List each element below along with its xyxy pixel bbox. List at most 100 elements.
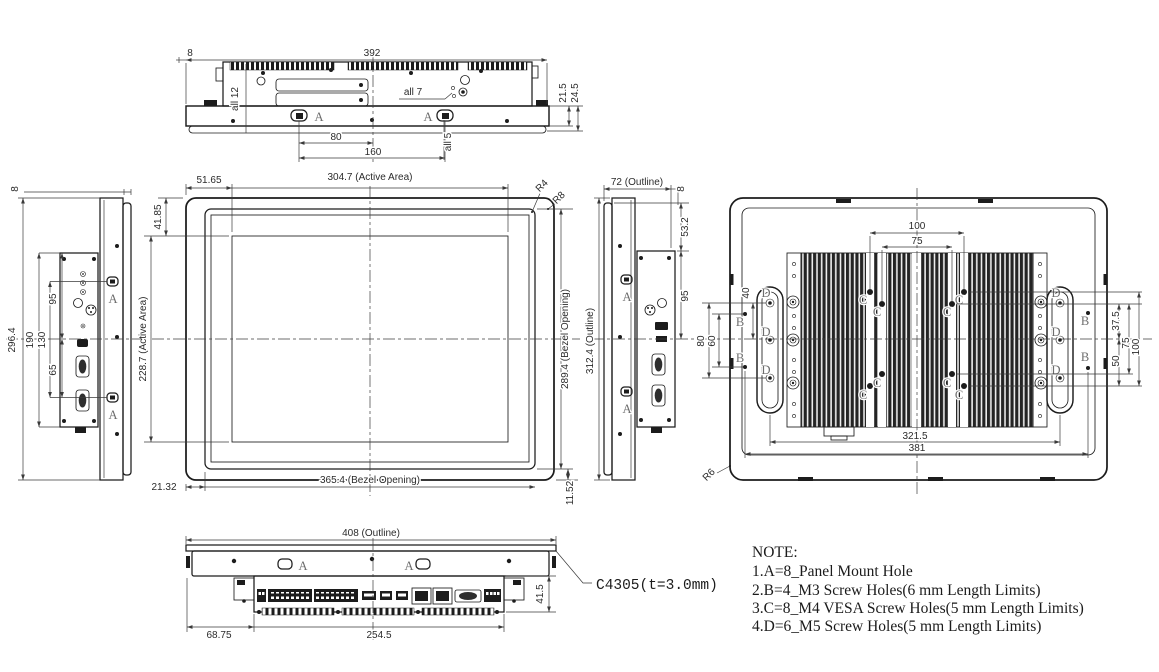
dim-left-95: 95 <box>48 293 59 305</box>
label-a: A <box>108 292 117 306</box>
dim-top-all5: all 5 <box>443 132 454 151</box>
label-a: A <box>404 559 413 573</box>
bottom-io-ports <box>257 587 501 605</box>
panel-mount-hole-a-upper <box>106 276 119 287</box>
note-line-1: 1.A=8_Panel Mount Hole <box>752 563 913 580</box>
screw-holes-b: B B B B <box>735 311 1090 370</box>
label-d: D <box>761 286 770 300</box>
dim-front-bezel-height: 289.4 (Bezel Opening) <box>560 289 571 389</box>
label-a: A <box>622 402 631 416</box>
top-view: 392 8 all 12 all 7 all 5 21.5 24.5 80 16… <box>176 47 583 162</box>
dim-rear-50: 50 <box>1111 355 1122 367</box>
dim-top-160: 160 <box>365 147 382 158</box>
bottom-hinge-left <box>233 577 255 603</box>
rear-tabs <box>730 199 1107 481</box>
dim-right-312-4-outline: 312.4 (Outline) <box>585 308 596 374</box>
dim-bottom-41-5: 41.5 <box>535 584 546 604</box>
label-c: C <box>873 305 881 319</box>
dim-bottom-68-75: 68.75 <box>206 630 231 641</box>
bottom-vents <box>257 607 499 616</box>
label-c: C <box>859 293 867 307</box>
dim-top-21-5: 21.5 <box>558 83 569 103</box>
right-side-view: 72 (Outline) 8 53.2 95 312.4 (Outline) A… <box>584 176 700 481</box>
dim-top-all12: all 12 <box>230 87 241 111</box>
top-view-body <box>185 61 550 134</box>
label-a: A <box>108 408 117 422</box>
label-d: D <box>1051 363 1060 377</box>
label-c: C <box>955 293 963 307</box>
label-a: A <box>298 559 307 573</box>
bottom-view-body <box>185 544 557 616</box>
dim-bottom-254-5: 254.5 <box>366 630 391 641</box>
dim-front-bezel-width: 365.4 (Bezel Opening) <box>320 475 420 486</box>
label-d: D <box>1051 325 1060 339</box>
thickness-callout: C4305(t=3.0mm) <box>596 578 718 594</box>
label-b: B <box>1081 350 1089 364</box>
panel-mount-hole-a-upper <box>620 274 633 285</box>
panel-mount-hole-a-right <box>436 109 454 122</box>
dim-top-all7: all 7 <box>404 87 423 98</box>
note-line-4: 4.D=6_M5 Screw Holes(5 mm Length Limits) <box>752 618 1041 635</box>
dim-left-130: 130 <box>37 331 48 348</box>
dim-rear-100-right: 100 <box>1131 338 1142 355</box>
rear-view-dimensions: 100 75 40 80 60 37.5 50 75 100 321.5 381… <box>695 220 1144 486</box>
dim-front-active-height: 228.7 (Active Area) <box>138 296 149 381</box>
dim-rear-100: 100 <box>909 221 926 232</box>
rear-view: C C C C C C C C D D D D D D <box>695 188 1152 497</box>
bottom-hinge-right <box>503 577 525 603</box>
label-b: B <box>736 351 744 365</box>
dim-front-11-52: 11.52 <box>565 480 576 505</box>
front-view: 51.65 304.7 (Active Area) 41.85 228.7 (A… <box>137 171 580 507</box>
front-view-dimensions: 51.65 304.7 (Active Area) 41.85 228.7 (A… <box>137 171 578 507</box>
dim-left-65: 65 <box>48 364 59 376</box>
vesa-holes-c: C C C C C C C C <box>858 289 967 403</box>
label-c: C <box>873 376 881 390</box>
dim-top-24-5: 24.5 <box>570 83 581 103</box>
notes: NOTE: 1.A=8_Panel Mount Hole 2.B=4_M3 Sc… <box>752 544 1084 635</box>
left-side-dimensions: 8 296.4 190 130 95 65 A A <box>6 184 132 481</box>
dim-top-8: 8 <box>187 48 193 59</box>
dim-rear-60: 60 <box>707 335 718 347</box>
note-title: NOTE: <box>752 544 798 561</box>
dim-bottom-408-outline: 408 (Outline) <box>342 528 400 539</box>
dim-front-41-85: 41.85 <box>153 204 164 229</box>
label-b: B <box>736 315 744 329</box>
label-c: C <box>943 376 951 390</box>
dim-front-r4: R4 <box>534 178 551 195</box>
label-a: A <box>622 290 631 304</box>
panel-mount-hole-a-right <box>415 558 431 570</box>
bottom-view: 408 (Outline) 68.75 254.5 41.5 A A C4305… <box>185 527 718 643</box>
right-side-dimensions: 72 (Outline) 8 53.2 95 312.4 (Outline) A… <box>584 176 693 481</box>
label-b: B <box>1081 314 1089 328</box>
dim-rear-321-5: 321.5 <box>902 431 927 442</box>
dim-rear-75: 75 <box>911 236 923 247</box>
left-side-io-ports <box>62 257 97 433</box>
dim-rear-37-5: 37.5 <box>1111 311 1122 331</box>
dim-rear-40: 40 <box>741 287 752 299</box>
note-line-3: 3.C=8_M4 VESA Screw Holes(5 mm Length Li… <box>752 600 1084 617</box>
panel-mount-hole-a-left <box>290 109 308 122</box>
right-side-io-ports <box>639 256 671 433</box>
label-c: C <box>859 388 867 402</box>
dim-left-190: 190 <box>25 331 36 348</box>
label-d: D <box>761 325 770 339</box>
dim-rear-75-right: 75 <box>1121 337 1132 349</box>
dim-right-53-2: 53.2 <box>680 217 691 237</box>
dim-rear-80: 80 <box>696 335 707 347</box>
bottom-view-dimensions: 408 (Outline) 68.75 254.5 41.5 A A C4305… <box>185 527 718 643</box>
dim-top-392: 392 <box>364 48 381 59</box>
panel-mount-hole-a-lower <box>106 392 119 403</box>
label-a: A <box>423 110 432 124</box>
dim-right-8: 8 <box>676 186 687 192</box>
panel-mount-hole-a-left <box>277 558 293 570</box>
dim-rear-381: 381 <box>909 443 926 454</box>
label-d: D <box>1051 286 1060 300</box>
label-c: C <box>943 305 951 319</box>
dim-left-8: 8 <box>10 186 21 192</box>
top-view-dimensions: 392 8 all 12 all 7 all 5 21.5 24.5 80 16… <box>176 47 583 162</box>
dim-front-51-65: 51.65 <box>196 175 221 186</box>
label-d: D <box>761 363 770 377</box>
label-c: C <box>955 388 963 402</box>
dim-top-80: 80 <box>330 132 342 143</box>
dim-left-296-4: 296.4 <box>7 327 18 352</box>
